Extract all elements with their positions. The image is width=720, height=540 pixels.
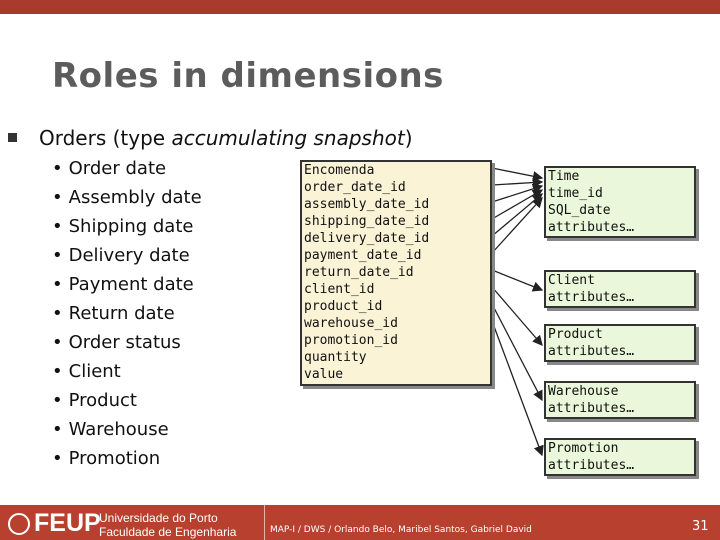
sub-bullet: Delivery date: [52, 241, 202, 270]
faculty-name: Faculdade de Engenharia: [99, 525, 237, 539]
dimension-client: Client attributes…: [544, 270, 696, 308]
institution-name: Universidade do Porto: [99, 511, 218, 525]
sub-bullet: Product: [52, 386, 202, 415]
arrow-warehouse-to-warehouse: [491, 303, 543, 402]
dimension-time: Time time_id SQL_date attributes…: [544, 166, 696, 238]
fact-table-encomenda: Encomenda order_date_id assembly_date_id…: [300, 160, 492, 386]
fact-field: promotion_id: [304, 333, 398, 348]
arrow-client-to-client: [491, 269, 544, 292]
dimension-name: Promotion: [548, 441, 619, 456]
fact-field: payment_date_id: [304, 248, 422, 263]
footer-bar: FEUP Universidade do Porto Faculdade de …: [0, 505, 720, 540]
fact-field: assembly_date_id: [304, 197, 430, 212]
dimension-field: attributes…: [548, 290, 635, 305]
dimension-name: Product: [548, 327, 603, 342]
top-accent-bar: [0, 0, 720, 14]
dimension-field: attributes…: [548, 401, 635, 416]
dimension-name: Time: [548, 169, 580, 184]
fact-field: delivery_date_id: [304, 231, 430, 246]
dimension-field: time_id: [548, 186, 603, 201]
fact-field: value: [304, 367, 344, 382]
sub-bullet: Payment date: [52, 270, 202, 299]
dimension-field: SQL_date: [548, 203, 611, 218]
dimension-name: Client: [548, 273, 595, 288]
sub-bullet: Assembly date: [52, 183, 202, 212]
dimension-field: attributes…: [548, 458, 635, 473]
arrow-product-to-product: [491, 286, 543, 346]
arrow-return-date-to-time: [491, 197, 543, 254]
arrow-promotion-to-promotion: [491, 320, 544, 457]
university-seal-icon: [8, 513, 30, 535]
sub-bullet: Return date: [52, 299, 202, 328]
fact-field: client_id: [304, 282, 375, 297]
sub-bullet: Order status: [52, 328, 202, 357]
fact-table-name: Encomenda: [304, 163, 375, 178]
feup-logo: FEUP: [34, 509, 101, 537]
slide-title: Roles in dimensions: [52, 56, 444, 96]
main-bullet-suffix: ): [404, 126, 413, 150]
square-bullet-icon: [8, 133, 17, 142]
fact-field: order_date_id: [304, 180, 406, 195]
sub-bullet: Warehouse: [52, 415, 202, 444]
main-bullet-emphasis: accumulating snapshot: [171, 126, 405, 150]
sub-bullet: Shipping date: [52, 212, 202, 241]
sub-bullet: Client: [52, 357, 202, 386]
dimension-field: attributes…: [548, 220, 635, 235]
dimension-product: Product attributes…: [544, 324, 696, 362]
dimension-field: attributes…: [548, 344, 635, 359]
sub-bullet: Order date: [52, 154, 202, 183]
footer-credits: MAP-I / DWS / Orlando Belo, Maribel Sant…: [270, 525, 532, 535]
fact-field: shipping_date_id: [304, 214, 430, 229]
sub-bullet-list: Order date Assembly date Shipping date D…: [52, 154, 202, 473]
arrow-order-date-to-time: [491, 167, 544, 182]
sub-bullet: Promotion: [52, 444, 202, 473]
dimension-promotion: Promotion attributes…: [544, 438, 696, 476]
arrow-assembly-date-to-time: [491, 177, 544, 188]
fact-field: return_date_id: [304, 265, 414, 280]
main-bullet-prefix: Orders (type: [39, 126, 172, 150]
fact-field: warehouse_id: [304, 316, 398, 331]
main-bullet: Orders (type accumulating snapshot): [8, 126, 413, 150]
page-number: 31: [692, 519, 709, 534]
fact-field: quantity: [304, 350, 367, 365]
arrow-shipping-date-to-time: [491, 183, 544, 203]
dimension-warehouse: Warehouse attributes…: [544, 381, 696, 419]
footer-divider: [264, 505, 265, 540]
dimension-name: Warehouse: [548, 384, 619, 399]
fact-field: product_id: [304, 299, 383, 314]
